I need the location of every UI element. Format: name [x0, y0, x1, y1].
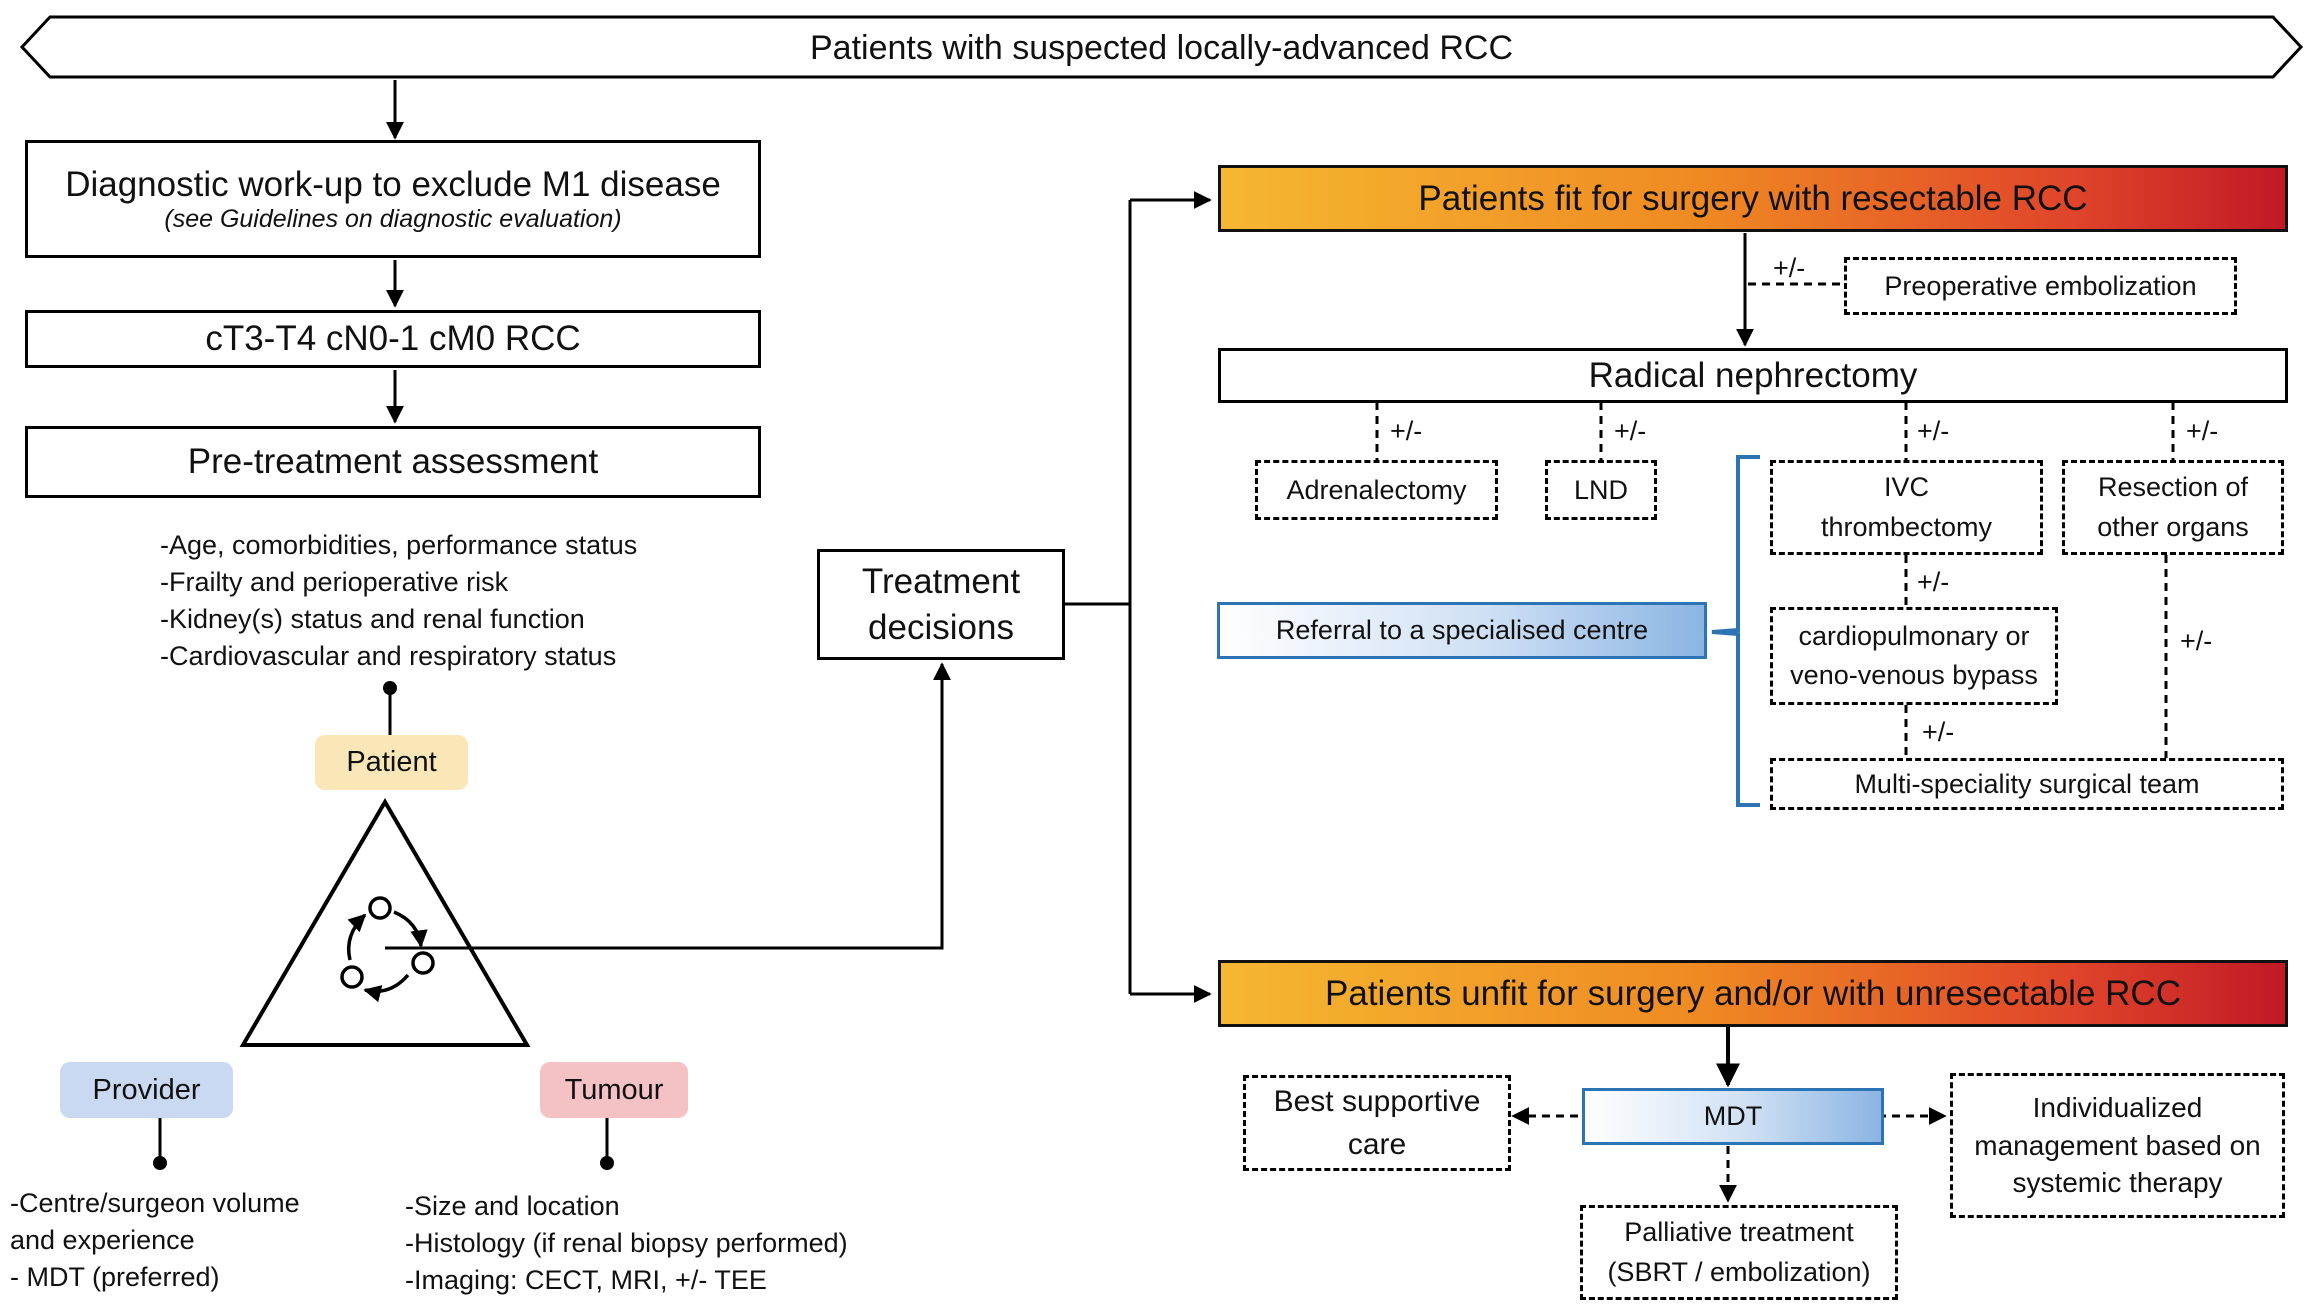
optional-mark: +/- [1614, 416, 1647, 446]
adrenalectomy-box: Adrenalectomy [1255, 460, 1498, 520]
ivc-thrombectomy-box: IVC thrombectomy [1770, 460, 2043, 555]
workup-title: Diagnostic work-up to exclude M1 disease [65, 164, 721, 204]
list-item: -Centre/surgeon volume [10, 1188, 300, 1218]
unfit-for-surgery-banner: Patients unfit for surgery and/or with u… [1218, 960, 2288, 1027]
list-item: -Cardiovascular and respiratory status [160, 641, 617, 671]
referral-label: Referral to a specialised centre [1275, 615, 1649, 645]
surgical-team-label: Multi-speciality surgical team [1854, 768, 2200, 799]
assessment-label: Pre-treatment assessment [187, 442, 599, 481]
treatment-decisions-line: decisions [868, 607, 1014, 647]
list-item: -Frailty and perioperative risk [160, 567, 509, 597]
resection-box: Resection of other organs [2062, 460, 2284, 555]
tumour-factors-list: -Size and location -Histology (if renal … [405, 1188, 848, 1299]
supportive-line: care [1347, 1128, 1407, 1161]
lnd-box: LND [1545, 460, 1657, 520]
ivc-line: IVC [1883, 472, 1929, 503]
bypass-line: veno-venous bypass [1790, 660, 2038, 690]
provider-label: Provider [60, 1062, 233, 1118]
list-item: and experience [10, 1225, 195, 1255]
resection-line: other organs [2097, 511, 2249, 542]
cycle-arrows-icon [340, 896, 435, 1003]
referral-box: Referral to a specialised centre [1217, 602, 1707, 659]
staging-box: cT3-T4 cN0-1 cM0 RCC [25, 310, 761, 368]
header-title: Patients with suspected locally-advanced… [809, 29, 1513, 67]
palliative-line: (SBRT / embolization) [1607, 1256, 1871, 1287]
patient-label: Patient [315, 735, 468, 790]
bypass-box: cardiopulmonary or veno-venous bypass [1770, 607, 2058, 705]
assessment-box: Pre-treatment assessment [25, 426, 761, 498]
supportive-care-box: Best supportive care [1243, 1075, 1511, 1171]
list-item: -Imaging: CECT, MRI, +/- TEE [405, 1265, 767, 1295]
workup-box: Diagnostic work-up to exclude M1 disease… [25, 140, 761, 258]
optional-mark: +/- [2186, 416, 2219, 446]
triad-triangle [239, 798, 531, 1047]
embolization-box: Preoperative embolization [1844, 257, 2237, 315]
fit-for-surgery-banner: Patients fit for surgery with resectable… [1218, 165, 2288, 232]
systemic-line: systemic therapy [2012, 1167, 2223, 1199]
specialised-centre-brace [1711, 455, 1760, 807]
arrow-triad-to-decisions [385, 662, 951, 950]
header-banner-shape [19, 15, 2304, 79]
provider-factors-list: -Centre/surgeon volume and experience - … [10, 1185, 300, 1296]
mdt-box: MDT [1582, 1088, 1884, 1145]
fit-title: Patients fit for surgery with resectable… [1418, 178, 2088, 218]
optional-mark: +/- [1917, 567, 1950, 597]
palliative-box: Palliative treatment (SBRT / embolizatio… [1580, 1205, 1898, 1300]
systemic-line: Individualized [2032, 1091, 2203, 1123]
nephrectomy-box: Radical nephrectomy [1218, 348, 2288, 403]
tumour-label: Tumour [540, 1062, 688, 1118]
nephrectomy-label: Radical nephrectomy [1588, 355, 1918, 395]
list-item: -Kidney(s) status and renal function [160, 604, 585, 634]
optional-mark: +/- [2180, 626, 2213, 656]
bypass-line: cardiopulmonary or [1798, 620, 2030, 651]
workup-note: (see Guidelines on diagnostic evaluation… [164, 204, 622, 233]
resection-line: Resection of [2097, 472, 2249, 503]
systemic-line: management based on [1974, 1129, 2261, 1161]
list-item: -Histology (if renal biopsy performed) [405, 1228, 848, 1258]
treatment-decisions-line: Treatment [861, 562, 1021, 601]
surgical-team-box: Multi-speciality surgical team [1770, 758, 2284, 810]
list-item: -Age, comorbidities, performance status [160, 530, 638, 560]
lnd-label: LND [1573, 474, 1628, 505]
treatment-decisions-box: Treatment decisions [817, 549, 1065, 660]
unfit-title: Patients unfit for surgery and/or with u… [1325, 973, 2181, 1013]
patient-factors-list: -Age, comorbidities, performance status … [160, 527, 637, 675]
embolization-label: Preoperative embolization [1884, 270, 2197, 301]
staging-label: cT3-T4 cN0-1 cM0 RCC [205, 319, 581, 358]
systemic-therapy-box: Individualized management based on syste… [1950, 1073, 2285, 1218]
mdt-label: MDT [1703, 1101, 1763, 1131]
adrenalectomy-label: Adrenalectomy [1286, 474, 1467, 505]
optional-mark: +/- [1390, 416, 1423, 446]
optional-mark: +/- [1917, 416, 1950, 446]
ivc-line: thrombectomy [1820, 511, 1993, 542]
list-item: - MDT (preferred) [10, 1262, 220, 1292]
list-item: -Size and location [405, 1191, 620, 1221]
supportive-line: Best supportive [1273, 1084, 1481, 1118]
optional-mark: +/- [1922, 717, 1955, 747]
optional-mark: +/- [1773, 253, 1806, 283]
palliative-line: Palliative treatment [1624, 1217, 1854, 1248]
